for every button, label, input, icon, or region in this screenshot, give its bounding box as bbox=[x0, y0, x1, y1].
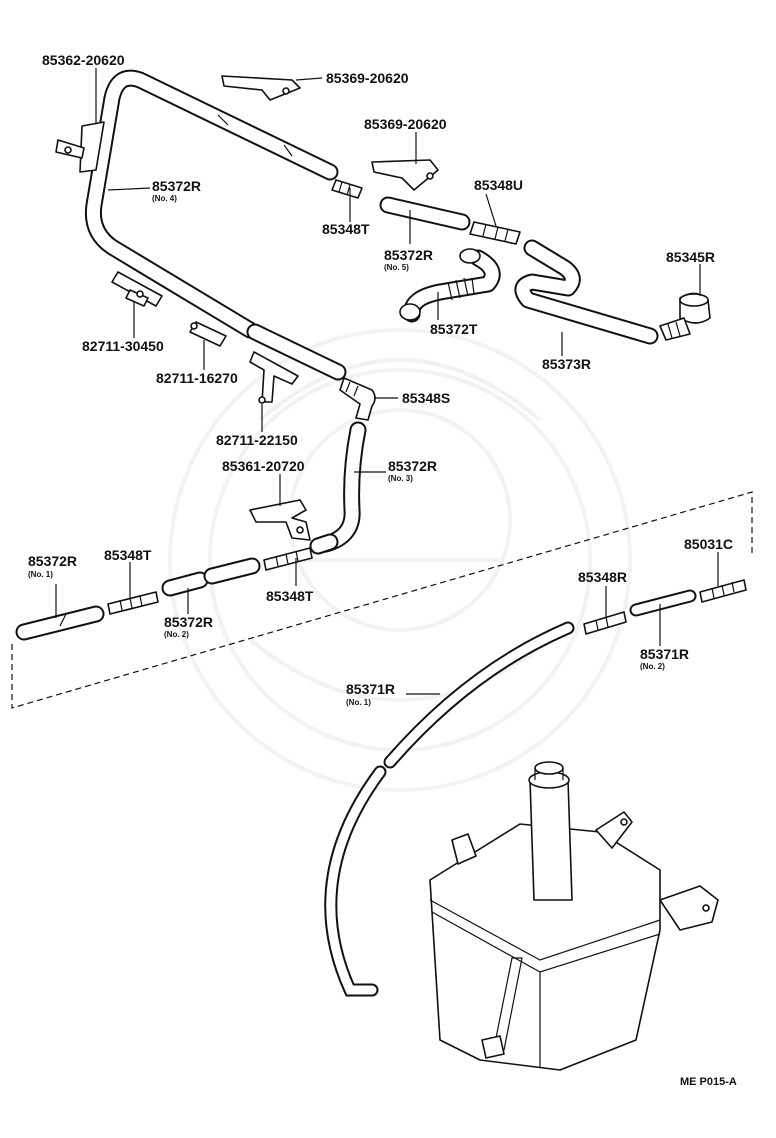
hose-85372R-no3 bbox=[317, 421, 367, 553]
hose-85372R-no1 bbox=[15, 605, 105, 641]
label-85348T-mid: 85348T bbox=[266, 588, 314, 604]
hose-joint-mid bbox=[309, 533, 339, 555]
label-82711-16270: 82711-16270 bbox=[156, 370, 238, 386]
watermark-emblem bbox=[168, 328, 632, 792]
label-85345R: 85345R bbox=[666, 249, 715, 265]
clip-85362-20620-icon bbox=[55, 121, 105, 173]
connector-85031C-icon bbox=[699, 579, 747, 603]
bracket-85369-20620-b-icon bbox=[371, 159, 439, 191]
washer-reservoir-tank-icon bbox=[429, 761, 719, 1071]
connector-85348T-top-icon bbox=[331, 179, 363, 199]
hose-85372R-no4 bbox=[84, 69, 339, 339]
label-85348T-left: 85348T bbox=[104, 547, 152, 563]
note-85371R-no2: (No. 2) bbox=[640, 662, 665, 671]
label-85348R: 85348R bbox=[578, 569, 627, 585]
note-85372R-no3: (No. 3) bbox=[388, 474, 413, 483]
label-85372R-no4: 85372R bbox=[152, 178, 201, 194]
figure-code: ME P015-A bbox=[680, 1076, 737, 1088]
label-85371R-no1: 85371R bbox=[346, 681, 395, 697]
connector-85348T-left-icon bbox=[107, 591, 159, 615]
label-85371R-no2: 85371R bbox=[640, 646, 689, 662]
label-85362-20620: 85362-20620 bbox=[42, 52, 125, 68]
nozzle-85345R-icon bbox=[659, 292, 711, 341]
bracket-85361-20720-icon bbox=[249, 499, 311, 541]
label-85031C: 85031C bbox=[684, 536, 733, 552]
note-85371R-no1: (No. 1) bbox=[346, 698, 371, 707]
label-85348U: 85348U bbox=[474, 177, 523, 193]
note-85372R-no5: (No. 5) bbox=[384, 263, 409, 272]
hose-85371R-no2 bbox=[629, 589, 697, 617]
label-85361-20720: 85361-20720 bbox=[222, 458, 305, 474]
bracket-85369-20620-a-icon bbox=[221, 75, 301, 101]
label-85373R: 85373R bbox=[542, 356, 591, 372]
label-85372R-no1: 85372R bbox=[28, 553, 77, 569]
leader-lines bbox=[55, 68, 719, 695]
clip-82711-16270-icon bbox=[189, 321, 227, 347]
label-85369-20620-a: 85369-20620 bbox=[326, 70, 409, 86]
hose-85373R bbox=[514, 239, 659, 345]
note-85372R-no2: (No. 2) bbox=[164, 630, 189, 639]
label-85348T-top: 85348T bbox=[322, 221, 370, 237]
connector-85348U-icon bbox=[469, 221, 521, 245]
clip-82711-30450-icon bbox=[111, 271, 163, 307]
connector-85348S-icon bbox=[339, 377, 376, 421]
connector-85348R-icon bbox=[583, 611, 627, 635]
label-85369-20620-b: 85369-20620 bbox=[364, 116, 447, 132]
dashed-boundary bbox=[11, 491, 753, 709]
label-85372R-no2: 85372R bbox=[164, 614, 213, 630]
label-85372T: 85372T bbox=[430, 321, 478, 337]
hose-85372T-icon bbox=[399, 248, 501, 323]
hose-85372R-no2 bbox=[161, 557, 261, 597]
hose-85371R-no1 bbox=[324, 621, 575, 997]
hose-lower-branch bbox=[246, 323, 347, 381]
label-82711-30450: 82711-30450 bbox=[82, 338, 164, 354]
connector-85348T-mid-icon bbox=[263, 547, 313, 571]
clip-82711-22150-icon bbox=[249, 351, 299, 404]
note-85372R-no4: (No. 4) bbox=[152, 194, 177, 203]
label-85372R-no3: 85372R bbox=[388, 458, 437, 474]
label-85348S: 85348S bbox=[402, 390, 450, 406]
label-82711-22150: 82711-22150 bbox=[216, 432, 298, 448]
hose-85372R-no5 bbox=[379, 196, 471, 231]
label-85372R-no5: 85372R bbox=[384, 247, 433, 263]
note-85372R-no1: (No. 1) bbox=[28, 570, 53, 579]
